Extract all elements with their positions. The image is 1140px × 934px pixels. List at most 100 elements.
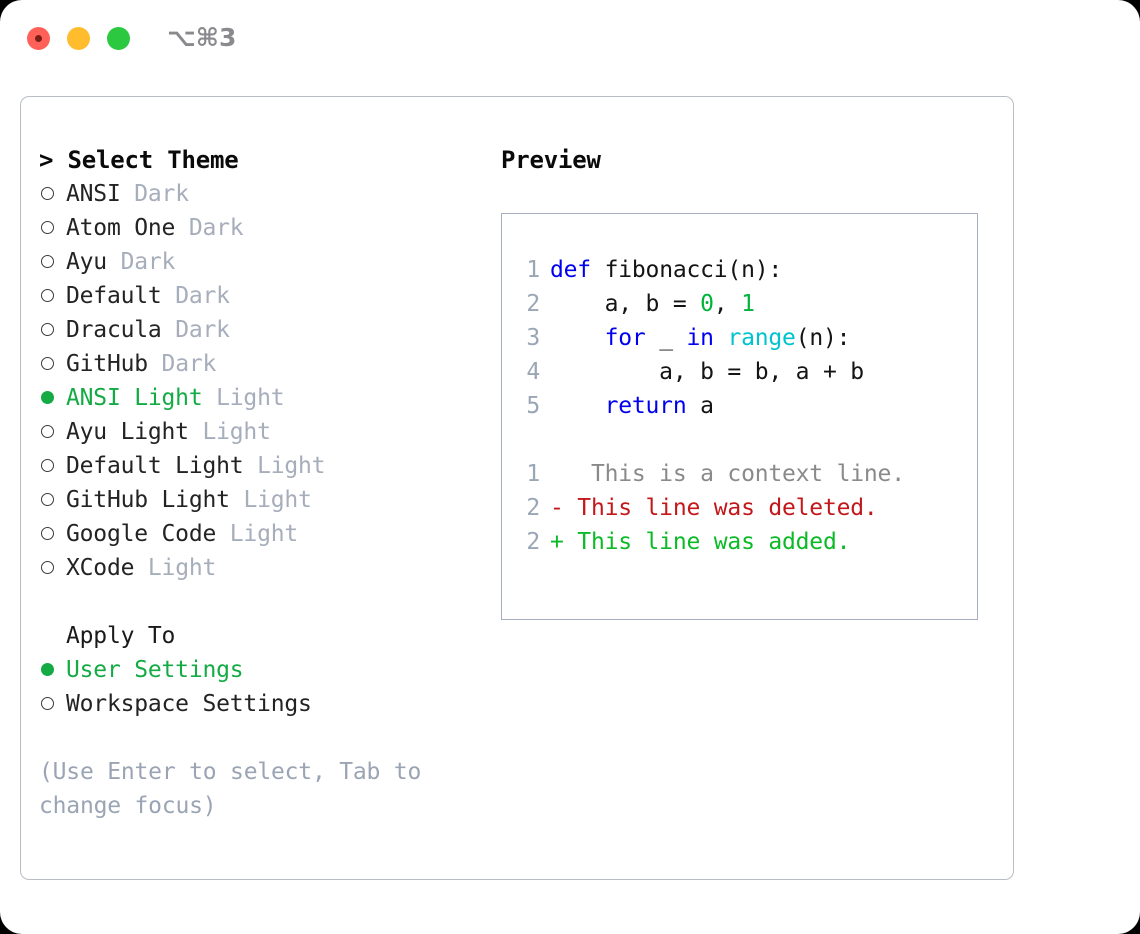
theme-kind-label: Dark: [175, 283, 230, 309]
theme-kind-label: Light: [147, 555, 217, 581]
radio-unselected-icon[interactable]: [39, 177, 66, 211]
diff-line-deleted: 2- This line was deleted.: [513, 491, 905, 525]
code-token-plain: a: [686, 393, 714, 419]
theme-kind-spacer: [216, 517, 230, 551]
radio-unselected-icon[interactable]: [39, 551, 66, 585]
close-button-icon[interactable]: [27, 27, 50, 50]
theme-name-label: Ayu: [66, 249, 107, 275]
radio-unselected-icon[interactable]: [39, 687, 66, 721]
theme-kind-label: Dark: [120, 249, 176, 275]
code-token-plain: ,: [713, 291, 742, 317]
apply-to-heading: Apply To: [66, 623, 176, 649]
code-token-plain: [550, 393, 605, 419]
code-line-number: 2: [526, 291, 540, 317]
theme-name-label: XCode: [66, 555, 135, 581]
code-line: 4 a, b = b, a + b: [513, 355, 864, 389]
theme-name-label: Ayu Light: [66, 419, 189, 445]
diff-line-number: 2: [526, 495, 540, 521]
theme-name-label: GitHub: [66, 351, 148, 377]
theme-name-label: GitHub Light: [66, 487, 230, 513]
theme-item-ayu-light[interactable]: Ayu Light Light: [39, 415, 489, 449]
theme-kind-spacer: [148, 347, 162, 381]
code-line: 5 return a: [513, 389, 864, 423]
theme-item-atom-one[interactable]: Atom One Dark: [39, 211, 489, 245]
theme-kind-spacer: [162, 313, 176, 347]
theme-kind-label: Dark: [175, 317, 230, 343]
radio-unselected-icon[interactable]: [39, 449, 66, 483]
radio-selected-icon[interactable]: [39, 653, 66, 687]
diff-sign: -: [550, 495, 564, 521]
theme-kind-spacer: [134, 551, 148, 585]
theme-item-xcode[interactable]: XCode Light: [39, 551, 489, 585]
theme-kind-spacer: [202, 381, 216, 415]
theme-kind-label: Dark: [188, 215, 244, 241]
diff-sign: +: [550, 529, 564, 555]
theme-item-ayu[interactable]: Ayu Dark: [39, 245, 489, 279]
diff-sign: [550, 461, 564, 487]
theme-item-ansi-light[interactable]: ANSI Light Light: [39, 381, 489, 415]
preview-heading: Preview: [501, 146, 601, 174]
theme-item-ansi[interactable]: ANSI Dark: [39, 177, 489, 211]
traffic-light-group: [27, 27, 130, 50]
theme-kind-label: Light: [202, 419, 271, 445]
radio-unselected-icon[interactable]: [39, 347, 66, 381]
diff-text: This line was added.: [563, 529, 851, 555]
radio-unselected-icon[interactable]: [39, 415, 66, 449]
theme-kind-label: Light: [229, 521, 299, 547]
code-token-plain: [714, 325, 728, 351]
theme-kind-label: Dark: [134, 181, 189, 207]
radio-unselected-icon[interactable]: [39, 211, 66, 245]
theme-name-label: Google Code: [66, 521, 217, 547]
code-token-plain: fibonacci(n):: [590, 257, 783, 283]
theme-item-google-code[interactable]: Google Code Light: [39, 517, 489, 551]
apply-to-label: Workspace Settings: [66, 691, 312, 717]
radio-unselected-icon[interactable]: [39, 313, 66, 347]
section-spacer: [39, 585, 489, 619]
diff-sample: 1 This is a context line.2- This line wa…: [513, 457, 905, 559]
diff-line-context: 1 This is a context line.: [513, 457, 905, 491]
radio-unselected-icon[interactable]: [39, 245, 66, 279]
code-token-num: 1: [741, 291, 755, 317]
minimize-button-icon[interactable]: [67, 27, 90, 50]
code-token-plain: [550, 325, 605, 351]
radio-unselected-icon[interactable]: [39, 279, 66, 313]
maximize-button-icon[interactable]: [107, 27, 130, 50]
apply-to-label: User Settings: [66, 657, 244, 683]
theme-kind-spacer: [107, 245, 121, 279]
theme-kind-spacer: [189, 415, 203, 449]
code-token-plain: a, b =: [550, 291, 701, 317]
apply-to-option-workspace-settings[interactable]: Workspace Settings: [39, 687, 489, 721]
apply-to-option-user-settings[interactable]: User Settings: [39, 653, 489, 687]
theme-item-github-light[interactable]: GitHub Light Light: [39, 483, 489, 517]
theme-kind-spacer: [230, 483, 244, 517]
theme-kind-label: Dark: [161, 351, 217, 377]
radio-unselected-icon[interactable]: [39, 517, 66, 551]
theme-kind-spacer: [162, 279, 176, 313]
theme-kind-spacer: [243, 449, 257, 483]
code-line-number: 3: [526, 325, 540, 351]
theme-name-label: Default Light: [66, 453, 244, 479]
select-theme-heading: > Select Theme: [39, 146, 239, 174]
code-token-num: 0: [700, 291, 714, 317]
theme-item-default-light[interactable]: Default Light Light: [39, 449, 489, 483]
theme-item-github[interactable]: GitHub Dark: [39, 347, 489, 381]
diff-text: This is a context line.: [563, 461, 905, 487]
code-token-plain: (n):: [795, 325, 851, 351]
code-token-plain: _: [645, 325, 687, 351]
theme-name-label: Default: [66, 283, 162, 309]
title-bar: ⌥⌘3: [0, 0, 1140, 78]
theme-item-dracula[interactable]: Dracula Dark: [39, 313, 489, 347]
theme-kind-label: Light: [257, 453, 326, 479]
code-line: 2 a, b = 0, 1: [513, 287, 864, 321]
radio-selected-icon[interactable]: [39, 381, 66, 415]
theme-item-default[interactable]: Default Dark: [39, 279, 489, 313]
radio-unselected-icon[interactable]: [39, 483, 66, 517]
diff-text: This line was deleted.: [563, 495, 878, 521]
code-token-kw: for: [604, 325, 646, 351]
